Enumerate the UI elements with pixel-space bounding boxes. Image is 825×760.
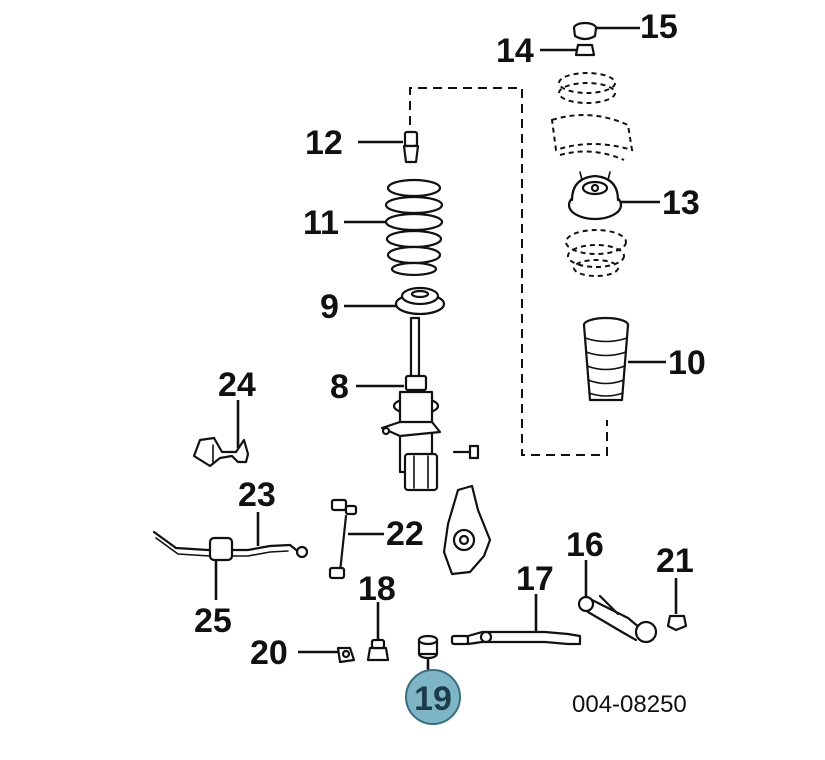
- label-8: 8: [330, 368, 349, 406]
- reference-code: 004-08250: [572, 691, 687, 718]
- ghost-mount-parts: [550, 72, 634, 277]
- part-9-drawing: [394, 286, 446, 316]
- part-10-drawing: [582, 316, 630, 402]
- strut-bolt-drawing: [452, 444, 480, 460]
- part-12-drawing: [402, 130, 420, 164]
- label-25: 25: [194, 602, 232, 640]
- part-16-drawing: [577, 594, 658, 644]
- label-12: 12: [305, 124, 343, 162]
- part-13-drawing: [567, 171, 623, 221]
- knuckle-drawing: [442, 484, 492, 576]
- label-14: 14: [496, 32, 534, 70]
- part-21-drawing: [666, 614, 688, 632]
- part-25-drawing: [208, 536, 234, 562]
- label-19: 19: [414, 680, 452, 718]
- label-21: 21: [656, 542, 694, 580]
- label-9: 9: [320, 288, 339, 326]
- part-8-drawing: [380, 316, 442, 492]
- part-15-drawing: [572, 21, 598, 41]
- label-17: 17: [516, 560, 554, 598]
- part-18-drawing: [366, 638, 390, 662]
- part-11-drawing: [384, 178, 444, 277]
- label-15: 15: [640, 8, 678, 46]
- label-24: 24: [218, 366, 256, 404]
- label-16: 16: [566, 526, 604, 564]
- assembly-bracket-line: [409, 87, 608, 456]
- part-19-drawing: [417, 634, 439, 660]
- label-22: 22: [386, 515, 424, 553]
- label-18: 18: [358, 570, 396, 608]
- part-22-drawing: [328, 498, 358, 580]
- callout-19: 19: [405, 669, 461, 725]
- part-24-drawing: [192, 436, 250, 468]
- label-23: 23: [238, 476, 276, 514]
- part-20-drawing: [336, 646, 356, 664]
- label-11: 11: [303, 204, 339, 242]
- label-13: 13: [662, 184, 700, 222]
- highlight-circle: [405, 669, 461, 725]
- part-17-drawing: [450, 630, 582, 646]
- label-20: 20: [250, 634, 288, 672]
- label-10: 10: [668, 344, 706, 382]
- part-14-drawing: [574, 43, 596, 57]
